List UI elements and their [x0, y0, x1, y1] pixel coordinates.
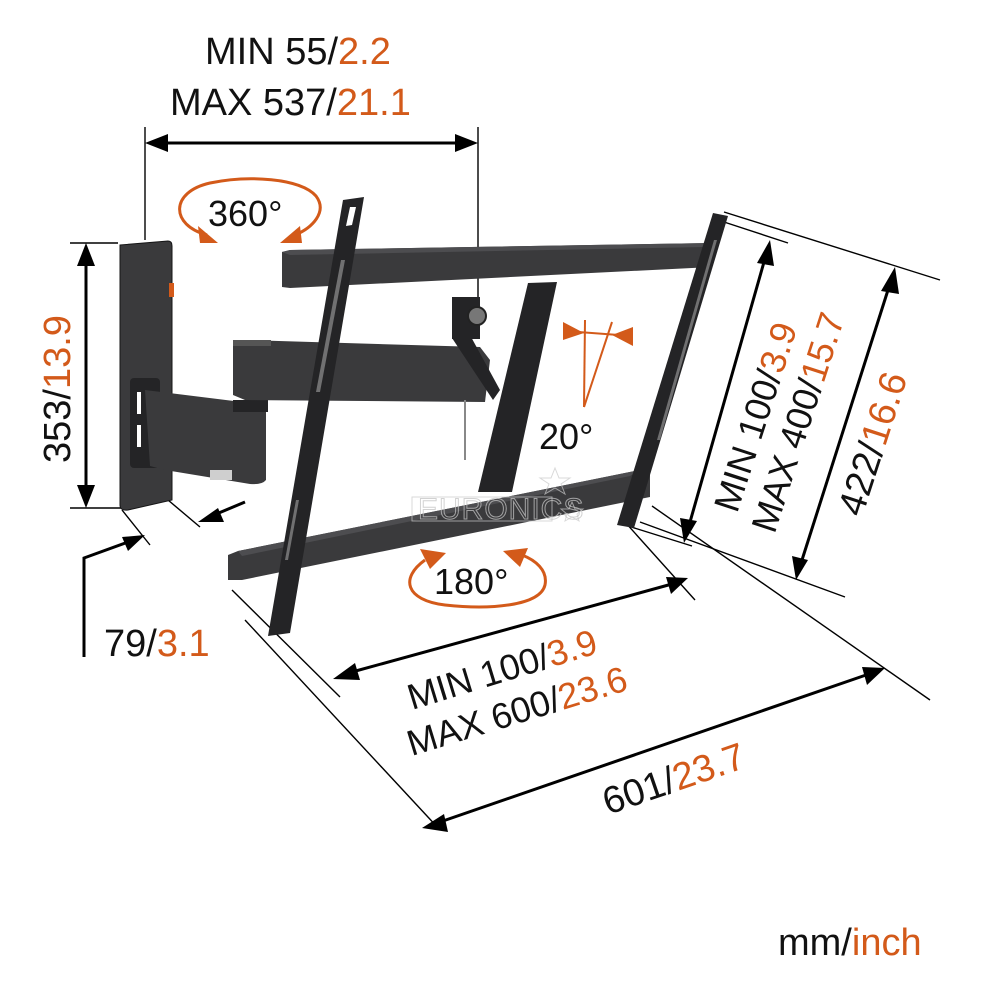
- tilt-head: [478, 282, 557, 492]
- tilt-knob: [467, 306, 487, 326]
- right-vesa-strip: [617, 213, 728, 528]
- top-rail: [282, 243, 712, 288]
- wall-plate-indicator: [169, 283, 174, 297]
- tilt-indicator: 20°: [539, 319, 633, 457]
- rotation-180-indicator: 180°: [408, 548, 547, 609]
- svg-text:EURONICS: EURONICS: [418, 493, 584, 526]
- units-legend: mm/inch: [778, 922, 922, 964]
- wall-plate-height-label: 353/13.9: [37, 315, 79, 463]
- dimension-lines: [70, 127, 941, 832]
- wall-plate-depth-label: 79/3.1: [104, 623, 210, 665]
- watermark-star-icon: [538, 466, 572, 496]
- first-arm: [145, 390, 266, 485]
- left-vesa-strip: [268, 197, 364, 636]
- rotation-arrow-right-icon: [503, 548, 528, 567]
- overall-height-label: 422/16.6: [831, 367, 917, 521]
- overall-width-label: 601/23.7: [597, 736, 751, 824]
- rotation-arrow-right-icon: [280, 226, 302, 243]
- rotation-arrow-left-icon: [198, 226, 218, 243]
- watermark: EURONICS: [411, 466, 585, 527]
- watermark-star-icon: [559, 500, 585, 523]
- elbow-joint: [233, 400, 268, 412]
- rotation-arrow-left-icon: [420, 549, 446, 569]
- arm-extension-max: MAX 537/21.1: [170, 82, 411, 124]
- tilt-arrow-right-icon: [612, 327, 633, 346]
- arm-extension-min: MIN 55/2.2: [205, 31, 391, 73]
- tilt-label: 20°: [539, 416, 593, 457]
- wall-mount-illustration: [119, 197, 728, 636]
- arm-swivel-label: 360°: [208, 193, 282, 234]
- tilt-arrow-left-icon: [563, 322, 584, 340]
- second-arm: [233, 340, 490, 402]
- rotation-360-indicator: 360°: [178, 177, 322, 243]
- vesa-vertical-label: MIN 100/3.9 MAX 400/15.7: [706, 307, 853, 537]
- tv-swivel-label: 180°: [434, 561, 508, 602]
- vesa-horizontal-label: MIN 100/3.9 MAX 600/23.6: [402, 621, 632, 764]
